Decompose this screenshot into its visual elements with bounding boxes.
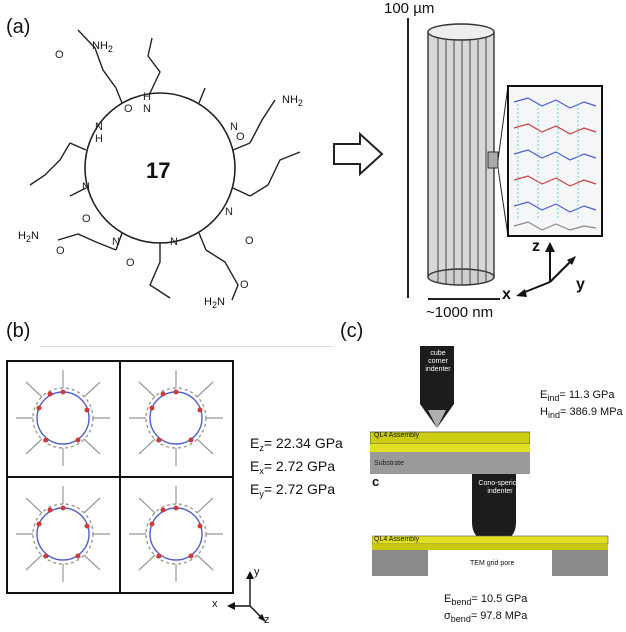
axis-x-label-a: x (502, 286, 511, 303)
svg-text:O: O (240, 279, 249, 291)
compound-number: 17 (146, 158, 171, 183)
svg-text:O: O (56, 245, 65, 257)
h2n-label-left: H2N (18, 230, 39, 244)
axis-z-label-a: z (532, 238, 540, 255)
scale-bar-horizontal (428, 298, 500, 300)
nh2-label-right: NH2 (282, 94, 303, 108)
svg-text:O: O (236, 131, 245, 143)
molecular-packing-inset (498, 85, 603, 237)
svg-text:H: H (95, 133, 103, 145)
bending-results: Ebend= 10.5 GPa σbend= 97.8 MPa (444, 592, 527, 626)
svg-text:O: O (82, 213, 91, 225)
svg-text:N: N (95, 121, 103, 133)
result-h-ind: Hind= 386.9 MPa (540, 406, 623, 420)
indentation-results: Eind= 11.3 GPa Hind= 386.9 MPa (540, 388, 623, 422)
assembly-label-top: QL4 Assembly (374, 432, 420, 439)
modulus-ex: Ex= 2.72 GPa (250, 458, 336, 476)
h2n-label-bottom: H2N (204, 296, 225, 310)
svg-text:H: H (143, 91, 151, 103)
axes-triad-a (516, 242, 576, 297)
svg-text:O: O (55, 49, 64, 61)
modulus-ez: Ez= 22.34 GPa (250, 435, 343, 453)
cube-corner-indenter-label: cube corner indenter (425, 350, 451, 373)
nh2-label-top: NH2 (92, 40, 113, 54)
axis-y-label-a: y (576, 276, 585, 293)
unit-cell-grid (6, 360, 234, 594)
scale-bar-vertical (407, 18, 409, 298)
cyclic-peptide-structure: HN NH N N N N N O O O O O O O O (29, 29, 301, 301)
panel-divider (40, 346, 334, 347)
modulus-ey: Ey= 2.72 GPa (250, 481, 336, 499)
result-e-bend: Ebend= 10.5 GPa (444, 593, 528, 607)
svg-text:O: O (245, 235, 254, 247)
panel-a-label: (a) (6, 16, 31, 38)
svg-text:N: N (143, 103, 151, 115)
svg-text:N: N (170, 236, 178, 248)
arrow-right-icon (333, 131, 384, 177)
fibre-cylinder (427, 23, 499, 286)
svg-text:N: N (230, 121, 238, 133)
cono-spherical-indenter-label: Cono-sperical indenter (478, 480, 522, 495)
substrate-label: Substrate (374, 460, 404, 467)
svg-text:N: N (82, 181, 90, 193)
assembly-label-bottom: QL4 Assembly (374, 536, 420, 543)
result-sigma-bend: σbend= 97.8 MPa (444, 610, 528, 624)
moduli-list: Ez= 22.34 GPa Ex= 2.72 GPa Ey= 2.72 GPa (250, 434, 343, 503)
result-e-ind: Eind= 11.3 GPa (540, 389, 615, 403)
svg-text:N: N (225, 206, 233, 218)
svg-text:O: O (124, 103, 133, 115)
indentation-schematic-top (370, 346, 530, 452)
svg-text:N: N (112, 236, 120, 248)
axis-x-label-b: x (212, 598, 218, 610)
svg-text:O: O (126, 257, 135, 269)
grid-pore-label: TEM grid pore (470, 560, 515, 567)
axis-z-label-b: z (264, 614, 270, 626)
substrate-block (370, 452, 530, 474)
axes-triad-b (227, 571, 266, 622)
scale-length-label: 100 µm (384, 0, 435, 17)
scale-width-label: ~1000 nm (426, 304, 494, 321)
axis-y-label-b: y (254, 566, 260, 578)
panel-c-label: (c) (340, 320, 364, 342)
bending-schematic-bottom (372, 474, 609, 576)
panel-b-label: (b) (6, 320, 31, 342)
panel-c-sublabel: c (372, 474, 380, 489)
